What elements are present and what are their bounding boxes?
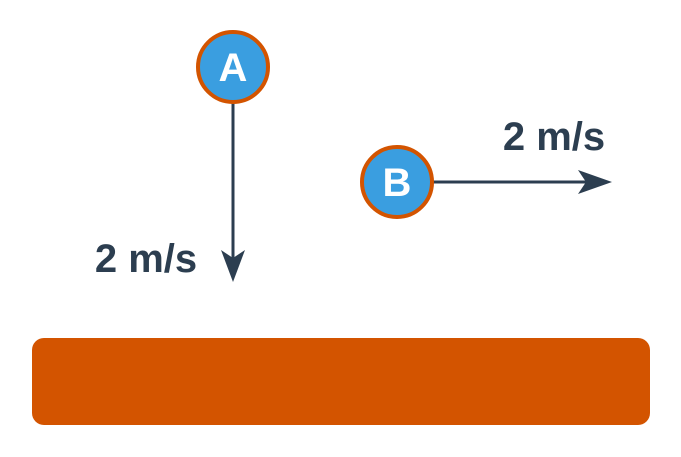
ball-b: B [360,145,434,219]
ball-a-velocity-arrow [221,100,245,282]
ground-surface [32,338,650,425]
ball-a-label: A [219,46,248,90]
ball-a-speed-label: 2 m/s [95,237,197,281]
ball-b-label: B [383,161,412,205]
ball-b-velocity-arrow [432,170,612,194]
ball-b-speed-label: 2 m/s [503,115,605,159]
ball-a: A [196,30,270,104]
